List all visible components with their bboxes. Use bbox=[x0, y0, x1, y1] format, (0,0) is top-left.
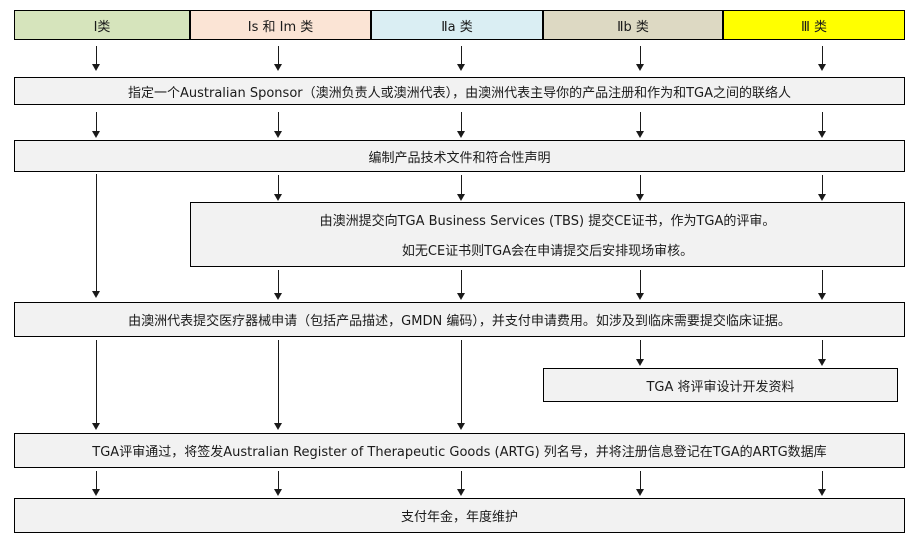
category-label-class-i: Ⅰ类 bbox=[93, 19, 111, 35]
step-artg-listing-box: TGA评审通过，将签发Australian Register of Therap… bbox=[14, 433, 905, 468]
category-label-class-iia: Ⅱa 类 bbox=[441, 19, 473, 35]
down-arrow-icon bbox=[92, 112, 100, 138]
down-arrow-icon bbox=[457, 46, 465, 71]
category-box-class-iia: Ⅱa 类 bbox=[371, 10, 543, 40]
down-arrow-icon bbox=[457, 112, 465, 138]
category-box-class-iib: Ⅱb 类 bbox=[543, 10, 723, 40]
down-arrow-icon bbox=[818, 471, 826, 496]
down-arrow-icon bbox=[92, 340, 100, 430]
step-sponsor-text: 指定一个Australian Sponsor（澳洲负责人或澳洲代表），由澳洲代表… bbox=[127, 85, 792, 101]
down-arrow-icon bbox=[274, 340, 282, 430]
down-arrow-icon bbox=[636, 46, 644, 71]
step-tbs-ce-text-line1: 由澳洲提交向TGA Business Services (TBS) 提交CE证书… bbox=[319, 214, 776, 229]
down-arrow-icon bbox=[92, 174, 100, 298]
down-arrow-icon bbox=[636, 471, 644, 496]
down-arrow-icon bbox=[818, 340, 826, 366]
down-arrow-icon bbox=[818, 270, 826, 300]
category-label-class-iii: Ⅲ 类 bbox=[800, 19, 828, 35]
down-arrow-icon bbox=[636, 270, 644, 300]
down-arrow-icon bbox=[274, 112, 282, 138]
down-arrow-icon bbox=[274, 46, 282, 71]
down-arrow-icon bbox=[636, 112, 644, 138]
down-arrow-icon bbox=[636, 340, 644, 366]
down-arrow-icon bbox=[274, 175, 282, 201]
step-design-review-box: TGA 将评审设计开发资料 bbox=[543, 368, 898, 402]
step-tech-file-text: 编制产品技术文件和符合性声明 bbox=[368, 150, 551, 166]
down-arrow-icon bbox=[818, 112, 826, 138]
step-application-text: 由澳洲代表提交医疗器械申请（包括产品描述，GMDN 编码），并支付申请费用。如涉… bbox=[128, 314, 791, 329]
down-arrow-icon bbox=[636, 175, 644, 201]
down-arrow-icon bbox=[818, 46, 826, 71]
step-tbs-ce-box: 由澳洲提交向TGA Business Services (TBS) 提交CE证书… bbox=[190, 202, 905, 267]
step-sponsor-box: 指定一个Australian Sponsor（澳洲负责人或澳洲代表），由澳洲代表… bbox=[14, 77, 905, 105]
down-arrow-icon bbox=[457, 270, 465, 300]
down-arrow-icon bbox=[92, 46, 100, 71]
step-design-review-text: TGA 将评审设计开发资料 bbox=[646, 379, 795, 395]
step-annual-fee-text: 支付年金，年度维护 bbox=[400, 510, 518, 525]
down-arrow-icon bbox=[274, 270, 282, 300]
category-box-class-is-im: Ⅰs 和 Ⅰm 类 bbox=[190, 10, 371, 40]
step-tech-file-box: 编制产品技术文件和符合性声明 bbox=[14, 140, 905, 172]
category-box-class-iii: Ⅲ 类 bbox=[723, 10, 905, 40]
down-arrow-icon bbox=[274, 471, 282, 496]
down-arrow-icon bbox=[457, 340, 465, 430]
down-arrow-icon bbox=[457, 175, 465, 201]
category-label-class-iib: Ⅱb 类 bbox=[617, 19, 649, 35]
step-application-box: 由澳洲代表提交医疗器械申请（包括产品描述，GMDN 编码），并支付申请费用。如涉… bbox=[14, 302, 905, 337]
step-artg-listing-text: TGA评审通过，将签发Australian Register of Therap… bbox=[92, 445, 827, 460]
category-box-class-i: Ⅰ类 bbox=[14, 10, 190, 40]
down-arrow-icon bbox=[818, 175, 826, 201]
down-arrow-icon bbox=[457, 471, 465, 496]
step-tbs-ce-text-line2: 如无CE证书则TGA会在申请提交后安排现场审核。 bbox=[401, 244, 694, 259]
down-arrow-icon bbox=[92, 471, 100, 496]
category-label-class-is-im: Ⅰs 和 Ⅰm 类 bbox=[247, 19, 314, 35]
step-annual-fee-box: 支付年金，年度维护 bbox=[14, 498, 905, 533]
